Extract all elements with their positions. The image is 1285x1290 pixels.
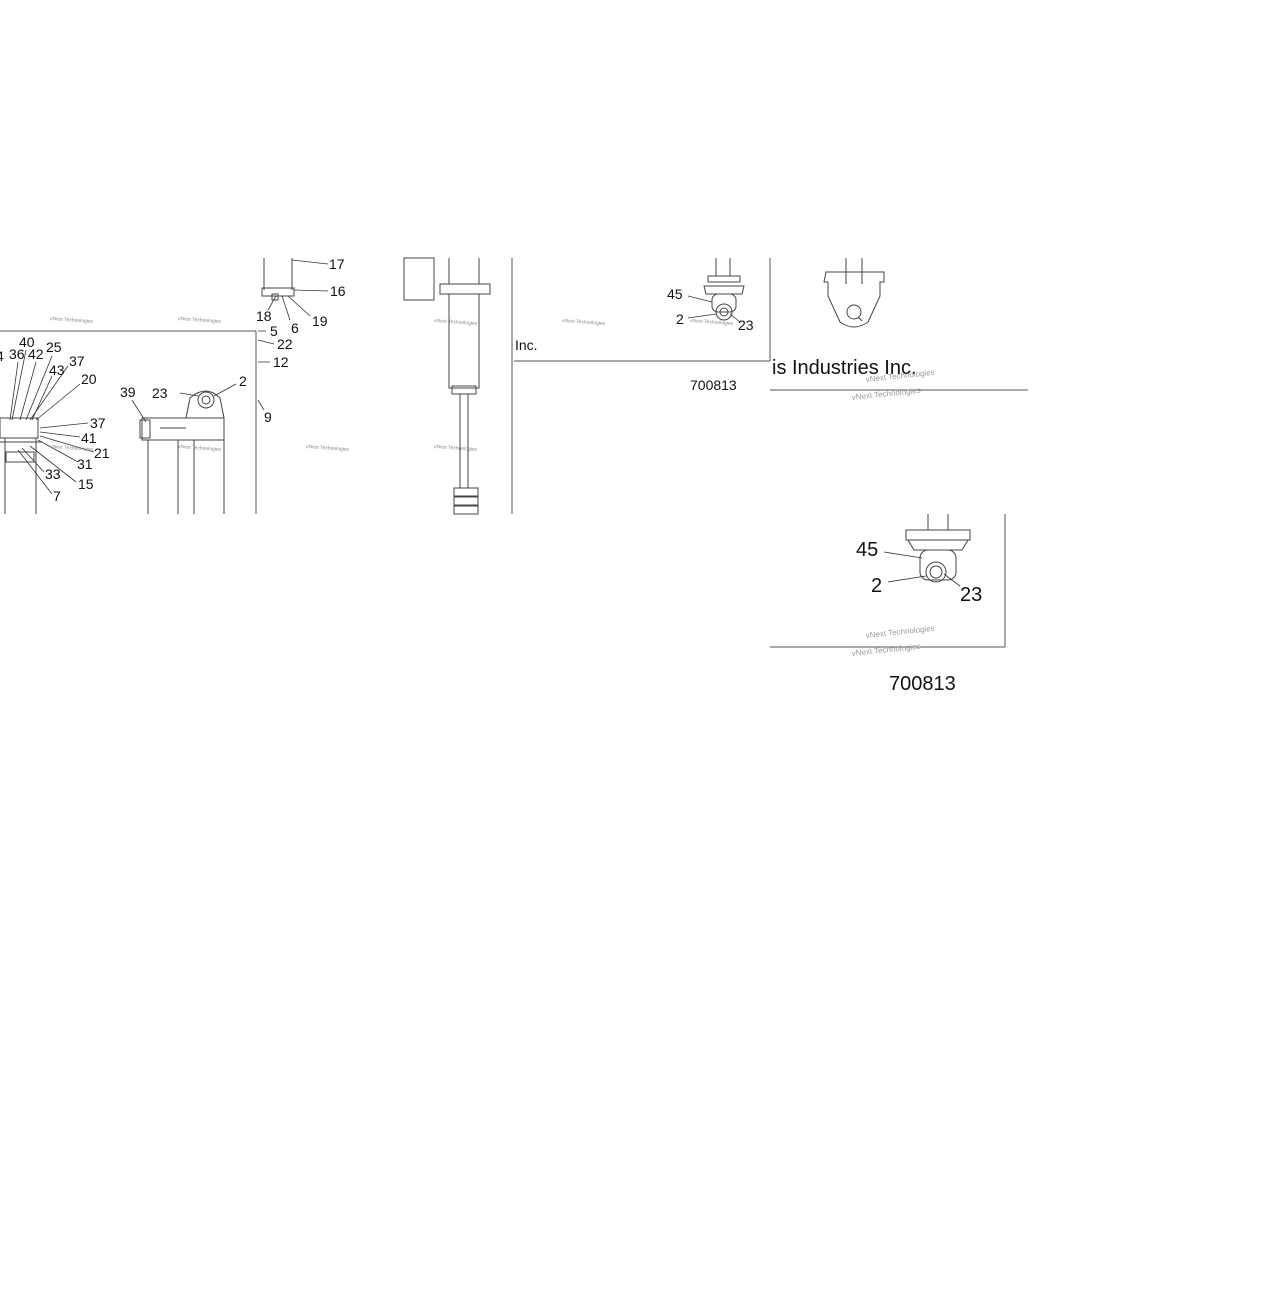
figure-id-large: 700813 xyxy=(889,673,956,695)
caption-inc: Inc. xyxy=(515,337,538,353)
watermark: vNext Technologies xyxy=(851,642,921,658)
callout-2-reservoir: 2 xyxy=(239,373,247,389)
watermark: vNext Technologies xyxy=(865,624,935,640)
callout-40: 40 xyxy=(19,334,35,350)
callout-6: 6 xyxy=(291,320,299,336)
callout-5: 5 xyxy=(270,323,278,339)
callout-17: 17 xyxy=(329,256,345,272)
callout-labels: 17 16 18 6 19 5 22 12 9 40 36 42 25 4 37… xyxy=(0,256,982,606)
callout-4: 4 xyxy=(0,348,4,364)
callout-21: 21 xyxy=(94,445,110,461)
center-shock xyxy=(403,257,491,515)
callout-43: 43 xyxy=(49,362,65,378)
callout-45-large: 45 xyxy=(856,539,878,561)
callout-15: 15 xyxy=(78,476,94,492)
diagram-frames xyxy=(0,258,1028,648)
callout-45-small: 45 xyxy=(667,286,683,302)
callout-22: 22 xyxy=(277,336,293,352)
leader-lines xyxy=(9,259,961,587)
watermark: vNext Technologies xyxy=(178,316,222,325)
left-shock-body xyxy=(0,417,42,514)
watermark: vNext Technologies xyxy=(50,444,94,453)
callout-18: 18 xyxy=(256,308,272,324)
watermark: vNext Technologies xyxy=(178,444,222,453)
callout-36: 36 xyxy=(9,346,25,362)
callout-19: 19 xyxy=(312,313,328,329)
callout-23-reservoir: 23 xyxy=(152,385,168,401)
callout-37-upper: 37 xyxy=(69,353,85,369)
watermark: vNext Technologies xyxy=(50,316,94,325)
callout-41: 41 xyxy=(81,430,97,446)
lower-eyelet-large xyxy=(905,514,971,583)
callout-25: 25 xyxy=(46,339,62,355)
callout-7: 7 xyxy=(53,488,61,504)
figure-captions: Inc. is Industries Inc. 700813 700813 xyxy=(515,337,956,695)
clevis-mount xyxy=(823,258,885,328)
callout-23-large: 23 xyxy=(960,584,982,606)
callout-9: 9 xyxy=(264,409,272,425)
callout-37-lower: 37 xyxy=(90,415,106,431)
caption-industries: is Industries Inc. xyxy=(772,357,917,379)
lower-eyelet-small xyxy=(703,258,745,321)
reservoir-assembly xyxy=(139,390,225,514)
callout-39: 39 xyxy=(120,384,136,400)
callout-2-large: 2 xyxy=(871,575,882,597)
callout-2-small: 2 xyxy=(676,311,684,327)
watermark: vNext Technologies xyxy=(690,318,734,327)
watermark: vNext Technologies xyxy=(434,318,478,327)
watermark: vNext Technologies xyxy=(562,318,606,327)
upper-shaft-assembly xyxy=(261,258,295,301)
callout-16: 16 xyxy=(330,283,346,299)
callout-12: 12 xyxy=(273,354,289,370)
watermark: vNext Technologies xyxy=(434,444,478,453)
callout-23-small: 23 xyxy=(738,317,754,333)
callout-42: 42 xyxy=(28,346,44,362)
callout-31: 31 xyxy=(77,456,93,472)
watermark: vNext Technologies xyxy=(306,444,350,453)
watermark: vNext Technologies xyxy=(851,386,921,402)
figure-id-small: 700813 xyxy=(690,377,737,393)
callout-33: 33 xyxy=(45,466,61,482)
callout-20: 20 xyxy=(81,371,97,387)
